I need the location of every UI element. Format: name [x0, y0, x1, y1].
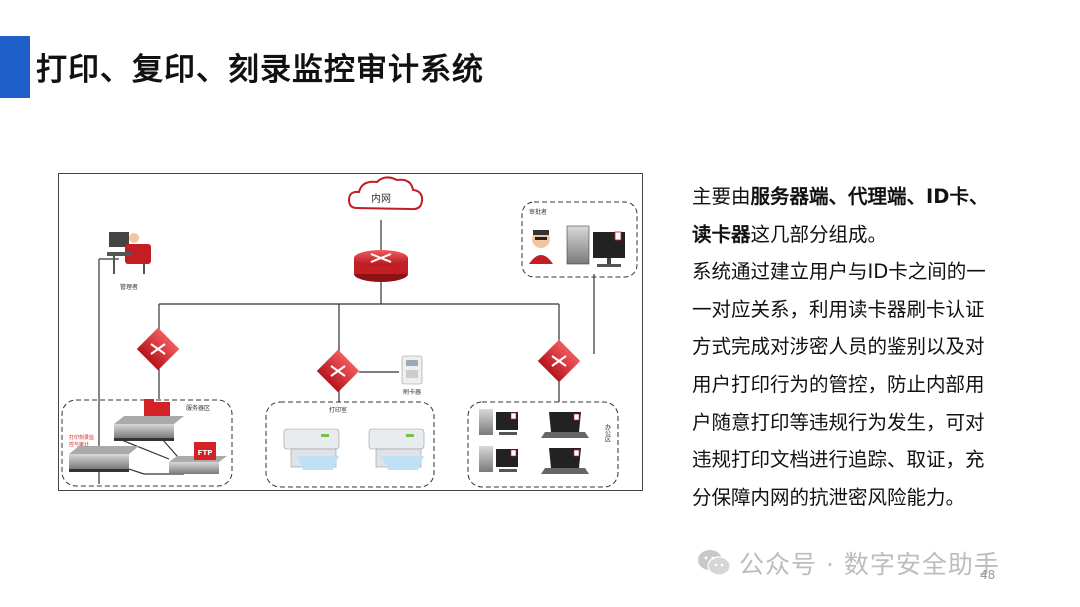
page-number: 48: [980, 568, 996, 582]
description-line-4: 一对应关系，利用读卡器刷卡认证: [692, 297, 985, 321]
network-diagram-svg: 内网 管理者: [61, 176, 638, 488]
network-diagram: 内网 管理者: [58, 173, 643, 491]
server-zone: [61, 399, 233, 487]
auditor-computer-icon: [566, 225, 625, 267]
auditor-zone: [521, 201, 638, 278]
description-line-1: 主要由服务器端、代理端、ID卡、: [692, 178, 1022, 216]
description-line-6: 用户打印行为的管控，防止内部用: [692, 372, 985, 396]
desc-line1-prefix: 主要由: [692, 185, 751, 208]
print-room-label: 打印室: [329, 406, 347, 414]
office-laptop-1-icon: [541, 412, 589, 438]
switch-left-icon: [136, 327, 180, 371]
description-line-8: 违规打印文档进行追踪、取证，充: [692, 448, 985, 472]
server-annotation-line1: 打印刻录监: [69, 434, 94, 441]
server-annotation-line2: 控与审计: [69, 441, 89, 448]
server-rack-bottom-icon: [69, 446, 139, 472]
auditor-label: 审批者: [529, 208, 547, 216]
auditor-person-icon: [529, 230, 553, 264]
admin-workstation-icon: [107, 232, 151, 274]
office-label: 办公区: [604, 423, 611, 442]
switch-right-icon: [537, 339, 581, 383]
intranet-cloud: 内网: [347, 176, 424, 211]
desc-line1-bold: 服务器端、代理端、ID卡、: [750, 185, 989, 208]
description-line-9: 分保障内网的抗泄密风险能力。: [692, 485, 966, 509]
office-desktop-1-icon: [479, 409, 518, 435]
admin-label: 管理者: [120, 283, 138, 291]
title-accent-bar: [0, 36, 30, 98]
switch-middle-icon: [316, 349, 360, 393]
ftp-label: FTP: [198, 449, 213, 457]
office-desktop-2-icon: [479, 446, 518, 472]
watermark-text: 公众号 · 数字安全助手: [739, 550, 1000, 579]
wechat-icon: [697, 549, 731, 583]
description-line-7: 户随意打印等违规行为发生，可对: [692, 410, 985, 434]
printer-left-icon: [283, 428, 340, 470]
ftp-server-icon: FTP: [169, 442, 227, 474]
cloud-label: 内网: [371, 192, 391, 205]
core-router-icon: [354, 250, 408, 282]
card-reader-icon: [401, 355, 423, 385]
server-rack-top-icon: [114, 416, 184, 441]
server-zone-label: 服务器区: [186, 404, 210, 412]
printer-right-icon: [368, 428, 425, 470]
folder-icon: [144, 399, 170, 420]
desc-line2-bold: 读卡器: [692, 222, 751, 246]
office-laptop-2-icon: [541, 448, 589, 474]
desc-line2-suffix: 这几部分组成。: [750, 222, 888, 246]
page-title: 打印、复印、刻录监控审计系统: [36, 52, 484, 88]
watermark: 公众号 · 数字安全助手: [697, 545, 1000, 583]
description-line-5: 方式完成对涉密人员的鉴别以及对: [692, 335, 985, 359]
card-reader-label: 刷卡器: [403, 388, 421, 396]
office-zone: [467, 401, 619, 488]
description-line-3: 系统通过建立用户与ID卡之间的一: [692, 260, 986, 284]
description-text: 主要由服务器端、代理端、ID卡、 读卡器这几部分组成。 系统通过建立用户与ID卡…: [692, 178, 1022, 516]
description-line-2: 读卡器这几部分组成。: [692, 216, 1022, 254]
